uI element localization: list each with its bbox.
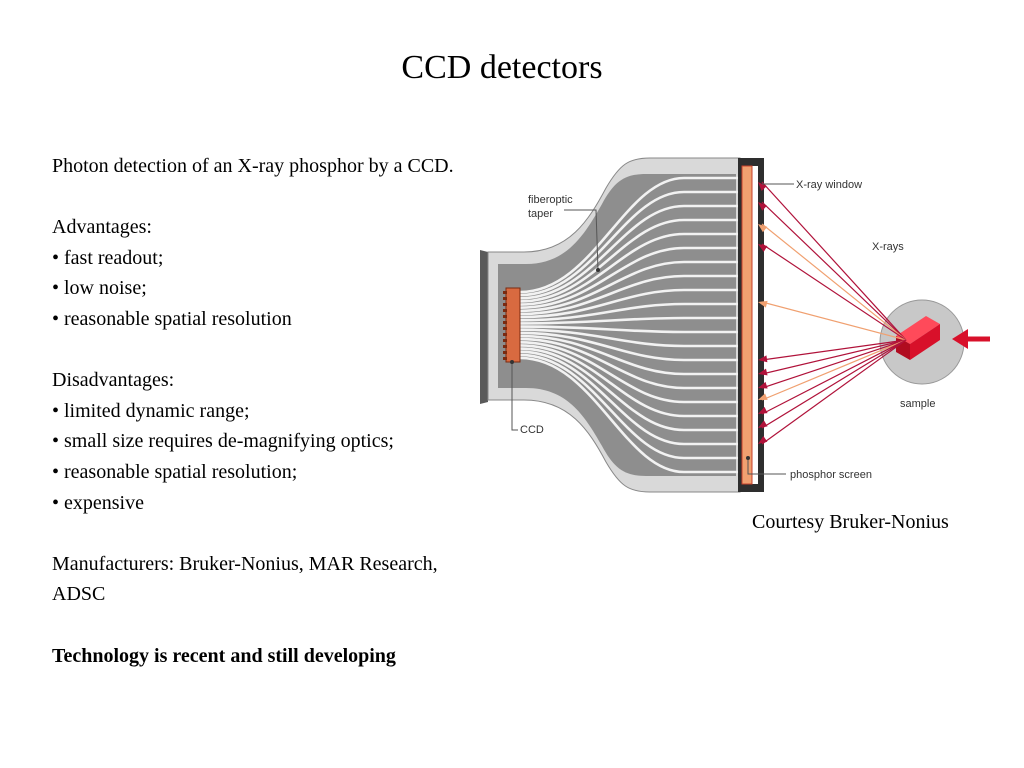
fiber-strand	[519, 356, 740, 474]
xray-ray	[761, 223, 907, 341]
advantage-item: • fast readout;	[52, 246, 164, 269]
disadvantage-item: • limited dynamic range;	[52, 399, 250, 422]
fiber-strand	[519, 204, 740, 300]
manufacturers-text: Manufacturers: Bruker-Nonius, MAR Resear…	[52, 552, 438, 575]
fiber-strand	[519, 232, 740, 306]
xray-ray-arrowhead	[758, 393, 768, 400]
ccd-pin	[503, 351, 507, 354]
fiber-strand	[519, 325, 740, 334]
xray-ray-arrowhead	[758, 381, 768, 389]
fiber-strand	[519, 176, 740, 294]
disadvantage-item: • expensive	[52, 491, 144, 514]
ccd-pin	[503, 315, 507, 318]
fiber-strand	[519, 334, 740, 376]
sample-label: sample	[900, 398, 935, 410]
ccd-pin	[503, 327, 507, 330]
body-text: Photon detection of an X-ray phosphor by…	[52, 151, 572, 671]
advantage-item: • low noise;	[52, 277, 147, 300]
fiber-strand	[519, 302, 740, 322]
xray-ray	[761, 201, 907, 341]
conclusion-text: Technology is recent and still developin…	[52, 644, 396, 667]
ccd-label: CCD	[520, 424, 544, 436]
ccd-pin	[503, 303, 507, 306]
figure-caption: Courtesy Bruker-Nonius	[752, 511, 949, 533]
xray-ray-arrowhead	[758, 435, 768, 444]
xray-window-label: X-ray window	[796, 179, 862, 191]
xray-ray	[761, 301, 907, 341]
fiber-strand	[519, 246, 740, 309]
disadvantage-item: • small size requires de-magnifying opti…	[52, 430, 394, 453]
xrays-label: X-rays	[872, 241, 904, 253]
fiber-strand	[519, 288, 740, 319]
advantages-heading: Advantages:	[52, 216, 152, 239]
slide-title: CCD detectors	[401, 49, 603, 86]
advantage-item: • reasonable spatial resolution	[52, 307, 292, 330]
xray-ray-arrowhead	[758, 406, 768, 414]
xray-ray-arrowhead	[758, 182, 767, 191]
xray-ray	[761, 339, 907, 389]
fiber-strand	[519, 353, 740, 460]
ccd-chip	[505, 287, 521, 363]
xray-ray-arrowhead	[758, 368, 768, 376]
fiberoptic-label: fiberoptic	[528, 194, 573, 206]
ccd-leader	[511, 362, 518, 431]
phosphor-leader	[747, 458, 786, 475]
fiberoptic-leader	[564, 209, 599, 271]
ccd-pin	[503, 309, 507, 312]
fiber-strand	[519, 328, 740, 348]
phosphor-screen-label: phosphor screen	[790, 469, 872, 481]
xray-rays	[758, 181, 907, 445]
fiber-strand	[519, 347, 740, 432]
incoming-beam-arrowhead	[952, 329, 968, 349]
xray-ray-arrowhead	[758, 420, 768, 428]
ccd-pin	[503, 357, 507, 360]
ccd-pin	[503, 345, 507, 348]
disadvantages-heading: Disadvantages:	[52, 369, 175, 392]
intro-text: Photon detection of an X-ray phosphor by…	[52, 155, 454, 177]
manufacturers-text: ADSC	[52, 583, 106, 606]
xray-ray-arrowhead	[758, 300, 768, 308]
fiber-strand	[519, 350, 740, 446]
fiber-strand	[519, 331, 740, 362]
xray-ray	[761, 339, 907, 401]
spacer	[52, 610, 572, 641]
xray-ray-arrowhead	[758, 224, 768, 233]
ccd-pins	[503, 291, 507, 360]
xray-ray	[761, 339, 907, 429]
phosphor-leader-dot	[746, 456, 750, 460]
xray-ray	[761, 339, 907, 361]
fiber-strand	[519, 337, 740, 390]
xray-ray	[761, 243, 907, 341]
xray-ray-arrowhead	[758, 355, 768, 363]
detector-housing	[480, 250, 488, 404]
disadvantage-item: • reasonable spatial resolution;	[52, 460, 298, 483]
xray-ray-arrowhead	[758, 244, 768, 252]
fiber-strand	[519, 274, 740, 316]
ccd-pin	[503, 333, 507, 336]
xray-ray	[761, 181, 907, 341]
spacer	[52, 518, 572, 549]
fiber-strand	[519, 341, 740, 404]
fiberoptic-leader-dot	[596, 268, 600, 272]
ccd-detector-diagram: fiberoptic taper X-ray window X-rays sam…	[474, 152, 994, 502]
taper-label: taper	[528, 208, 553, 220]
phosphor-screen	[741, 165, 753, 485]
xray-ray-arrowhead	[758, 202, 767, 211]
xray-ray	[761, 339, 907, 415]
diagram-svg: fiberoptic taper X-ray window X-rays sam…	[480, 157, 990, 493]
ccd-pin	[503, 339, 507, 342]
fiber-strand	[519, 316, 740, 325]
xray-ray	[761, 339, 907, 375]
fiber-strand	[519, 260, 740, 313]
ccd-pin	[503, 297, 507, 300]
xray-ray	[761, 339, 907, 445]
fiber-strand	[519, 344, 740, 418]
fiber-strand	[519, 218, 740, 303]
fiber-strand	[519, 190, 740, 297]
ccd-pin	[503, 291, 507, 294]
fiber-bundle	[519, 176, 740, 474]
ccd-pin	[503, 321, 507, 324]
ccd-leader-dot	[510, 360, 514, 364]
